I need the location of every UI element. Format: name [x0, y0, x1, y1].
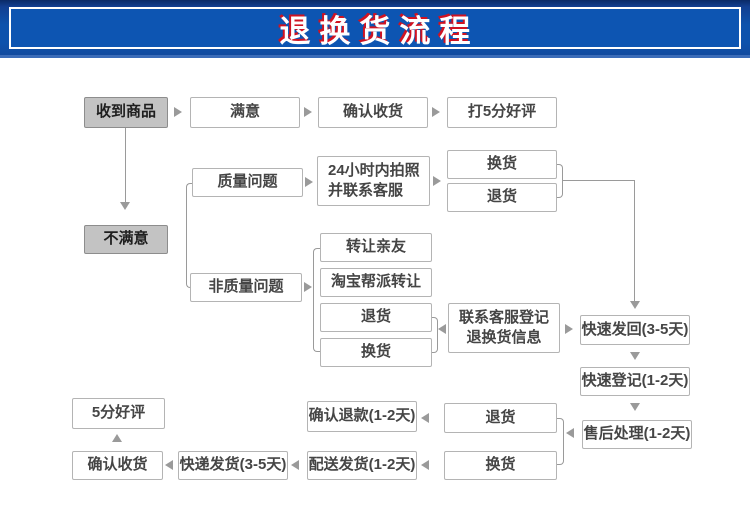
- arrow-left-icon: [291, 460, 299, 470]
- node-fast-send-back: 快速发回(3-5天): [580, 315, 690, 345]
- node-taobao-transfer: 淘宝帮派转让: [320, 268, 432, 297]
- connector-down: [125, 128, 126, 202]
- node-express-goods: 快递发货(3-5天): [178, 451, 288, 480]
- arrow-right-icon: [304, 107, 312, 117]
- bracket-non-quality-split: [313, 248, 320, 352]
- node-confirm-refund: 确认退款(1-2天): [307, 401, 417, 432]
- arrow-right-icon: [304, 282, 312, 292]
- node-transfer-friends: 转让亲友: [320, 233, 432, 262]
- arrow-left-icon: [566, 428, 574, 438]
- node-satisfied: 满意: [190, 97, 300, 128]
- node-received-goods: 收到商品: [84, 97, 168, 128]
- bracket-quality-split: [186, 183, 192, 288]
- bracket-quality-merge: [557, 164, 563, 198]
- node-non-quality-issue: 非质量问题: [190, 273, 302, 302]
- arrow-left-icon: [421, 413, 429, 423]
- node-confirm-receipt-top: 确认收货: [318, 97, 428, 128]
- header-banner: 退换货流程: [0, 0, 750, 55]
- arrow-right-icon: [174, 107, 182, 117]
- page-title: 退换货流程: [279, 13, 480, 49]
- arrow-right-icon: [432, 107, 440, 117]
- node-return-non-quality: 退货: [320, 303, 432, 332]
- node-confirm-receipt-bottom: 确认收货: [72, 451, 163, 480]
- node-exchange-bottom: 换货: [444, 451, 557, 480]
- arrow-down-icon: [630, 301, 640, 309]
- arrow-right-icon: [565, 324, 573, 334]
- node-five-star-bottom: 5分好评: [72, 398, 165, 429]
- node-exchange-non-quality: 换货: [320, 338, 432, 367]
- bracket-bottom-split: [557, 418, 564, 465]
- node-fast-register: 快速登记(1-2天): [580, 367, 690, 396]
- arrow-down-icon: [630, 403, 640, 411]
- connector-elbow: [563, 180, 635, 302]
- node-unsatisfied: 不满意: [84, 225, 168, 254]
- arrow-down-icon: [630, 352, 640, 360]
- node-after-sale: 售后处理(1-2天): [582, 420, 692, 449]
- node-five-star-top: 打5分好评: [447, 97, 557, 128]
- arrow-left-icon: [438, 324, 446, 334]
- node-return-quality: 退货: [447, 183, 557, 212]
- node-exchange-quality: 换货: [447, 150, 557, 179]
- arrow-up-icon: [112, 434, 122, 442]
- arrow-left-icon: [421, 460, 429, 470]
- node-photo-24h: 24小时内拍照 并联系客服: [317, 156, 430, 206]
- node-contact-cs: 联系客服登记 退换货信息: [448, 303, 560, 353]
- arrow-left-icon: [165, 460, 173, 470]
- arrow-right-icon: [305, 177, 313, 187]
- node-dispatch-goods: 配送发货(1-2天): [307, 451, 417, 480]
- bracket-return-exchange-merge: [432, 317, 438, 353]
- header-banner-frame: 退换货流程: [9, 7, 741, 49]
- node-return-bottom: 退货: [444, 403, 557, 433]
- arrow-down-icon: [120, 202, 130, 210]
- node-quality-issue: 质量问题: [192, 168, 303, 197]
- arrow-right-icon: [433, 176, 441, 186]
- header-banner-strip: [0, 55, 750, 58]
